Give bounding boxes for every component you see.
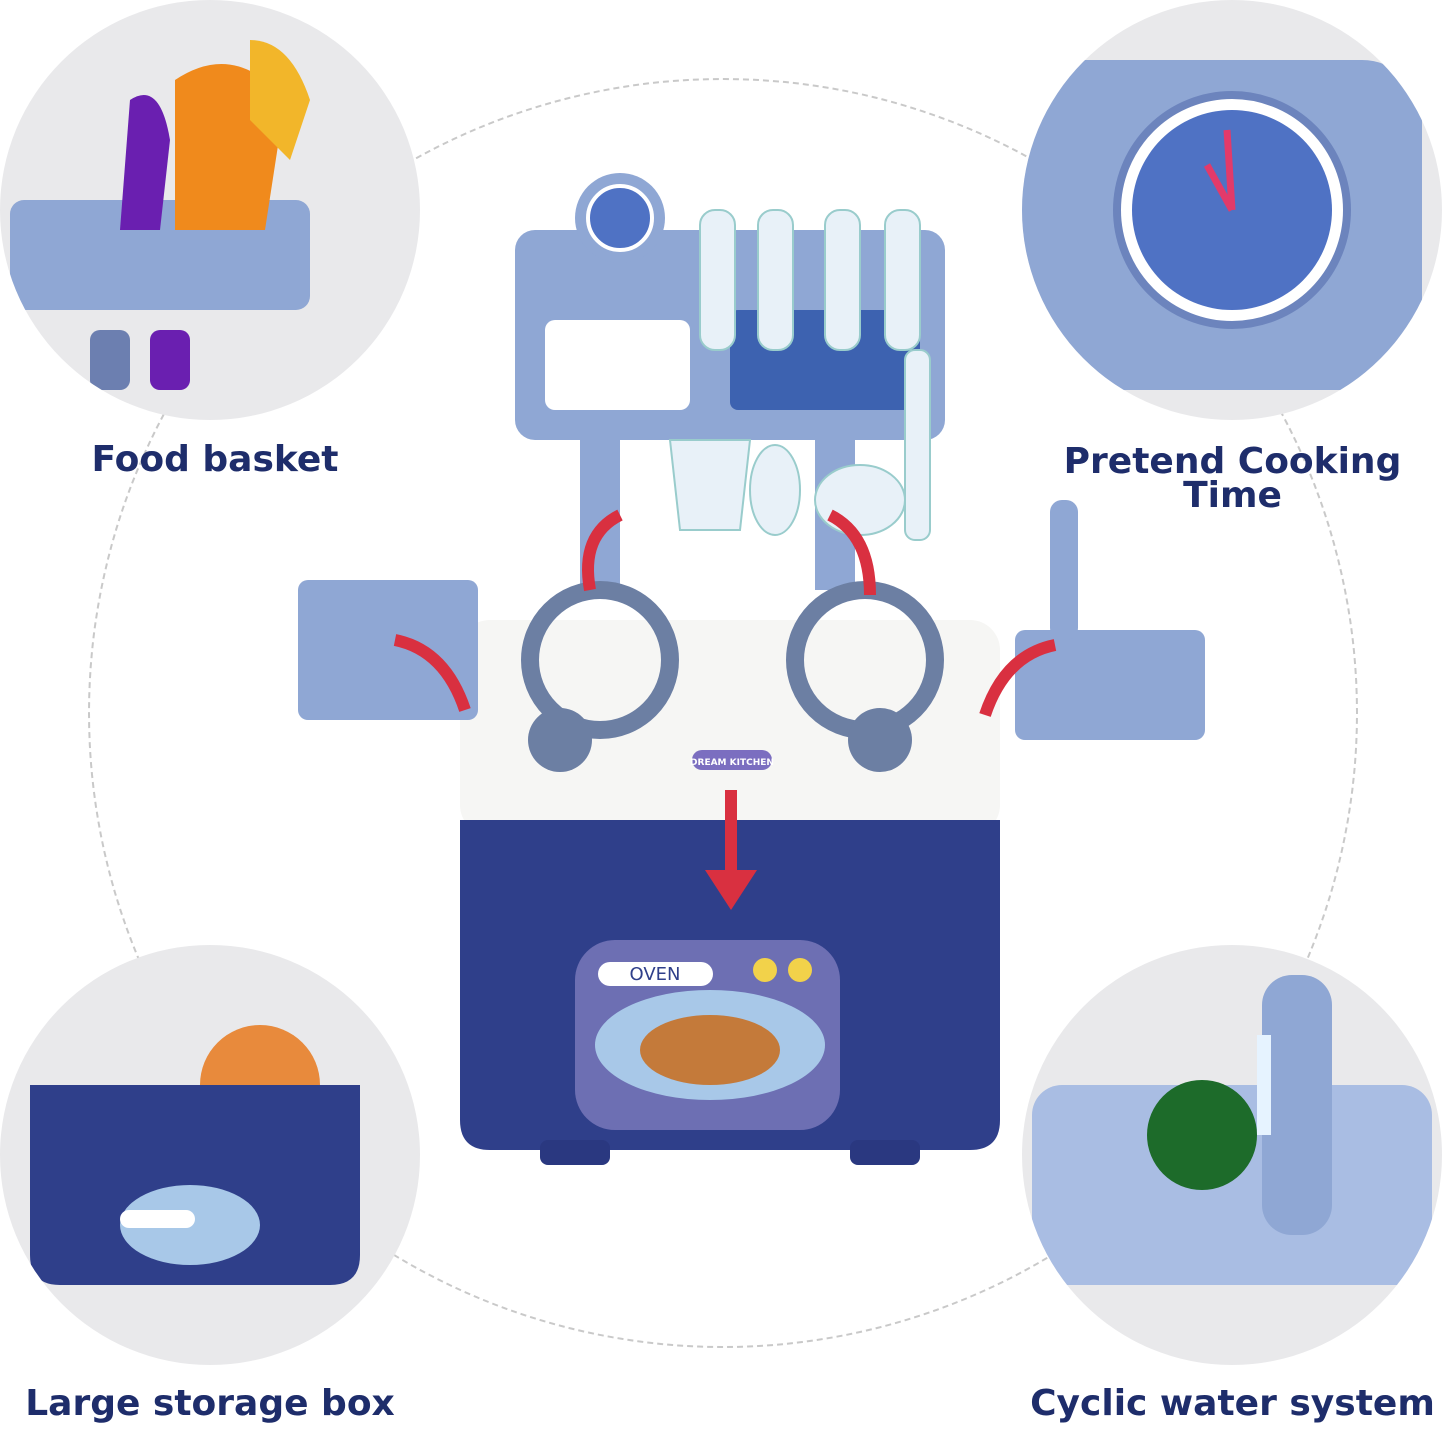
oven-label: OVEN [629, 964, 680, 985]
storage-box-photo [0, 945, 420, 1365]
clock-illustration [1022, 60, 1422, 390]
water-sink-illustration [1032, 975, 1432, 1285]
brand-badge: DREAM KITCHEN [690, 758, 774, 768]
feature-label-pretend-cooking-time: Pretend Cooking Time [1063, 441, 1402, 516]
clock-photo [1022, 0, 1442, 420]
food-basket-illustration [10, 40, 310, 390]
feature-label-large-storage-box: Large storage box [25, 1383, 395, 1424]
feature-label-cyclic-water-system: Cyclic water system [1030, 1383, 1435, 1424]
water-sink-photo [1022, 945, 1442, 1365]
food-basket-photo [0, 0, 420, 420]
dashed-circle-guide [88, 78, 1358, 1348]
feature-label-food-basket: Food basket [91, 439, 339, 480]
storage-box-illustration [30, 1025, 360, 1285]
